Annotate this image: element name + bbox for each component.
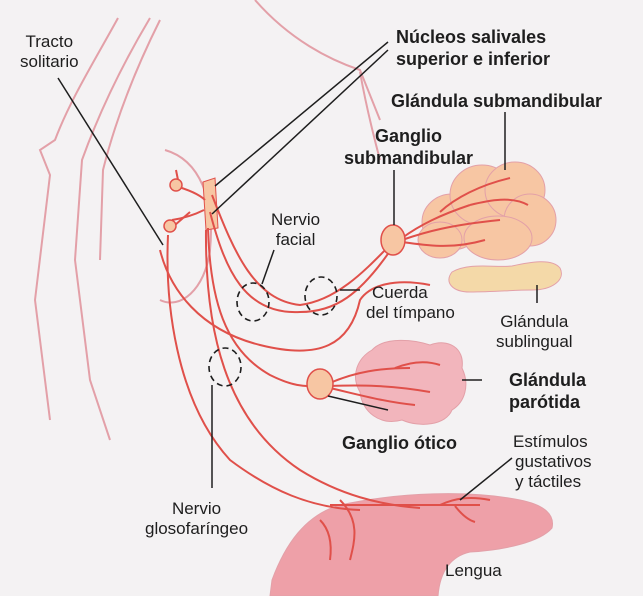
sublingual-gland-shape xyxy=(449,262,562,292)
tongue-shape xyxy=(270,494,553,596)
otic-ganglion xyxy=(307,369,333,399)
label-cuerda-del-timpano: Cuerda del tímpano xyxy=(366,283,455,323)
label-line: Estímulos xyxy=(513,432,592,452)
label-line: Nervio xyxy=(145,499,248,519)
label-line: Tracto xyxy=(20,32,79,52)
label-line: facial xyxy=(271,230,320,250)
label-line: sublingual xyxy=(496,332,573,352)
label-estimulos: Estímulos gustativos y táctiles xyxy=(513,432,592,492)
label-line: del tímpano xyxy=(366,303,455,323)
label-glandula-parotida: Glándula parótida xyxy=(509,369,586,413)
label-ganglio-submandibular: Ganglio submandibular xyxy=(344,125,473,169)
label-line: Glándula xyxy=(509,369,586,391)
label-line: superior e inferior xyxy=(396,48,550,70)
glossopharyngeal-marker xyxy=(209,348,241,386)
label-line: solitario xyxy=(20,52,79,72)
label-line: parótida xyxy=(509,391,586,413)
parotid-gland-shape xyxy=(356,340,466,424)
label-line: Ganglio xyxy=(344,125,473,147)
cell-body xyxy=(164,220,176,232)
label-nervio-facial: Nervio facial xyxy=(271,210,320,250)
label-line: Núcleos salivales xyxy=(396,26,550,48)
submandibular-ganglion xyxy=(381,225,405,255)
cell-body xyxy=(170,179,182,191)
label-glandula-submandibular: Glándula submandibular xyxy=(391,90,602,112)
label-nervio-glosofaringeo: Nervio glosofaríngeo xyxy=(145,499,248,539)
label-ganglio-otico: Ganglio ótico xyxy=(342,432,457,454)
label-lengua: Lengua xyxy=(445,561,502,581)
label-nucleos-salivales: Núcleos salivales superior e inferior xyxy=(396,26,550,70)
label-glandula-sublingual: Glándula sublingual xyxy=(496,312,573,352)
label-line: Nervio xyxy=(271,210,320,230)
label-line: Glándula xyxy=(496,312,573,332)
label-line: submandibular xyxy=(344,147,473,169)
label-line: y táctiles xyxy=(513,472,592,492)
label-line: Cuerda xyxy=(366,283,455,303)
label-tracto-solitario: Tracto solitario xyxy=(20,32,79,72)
label-line: glosofaríngeo xyxy=(145,519,248,539)
label-line: gustativos xyxy=(513,452,592,472)
